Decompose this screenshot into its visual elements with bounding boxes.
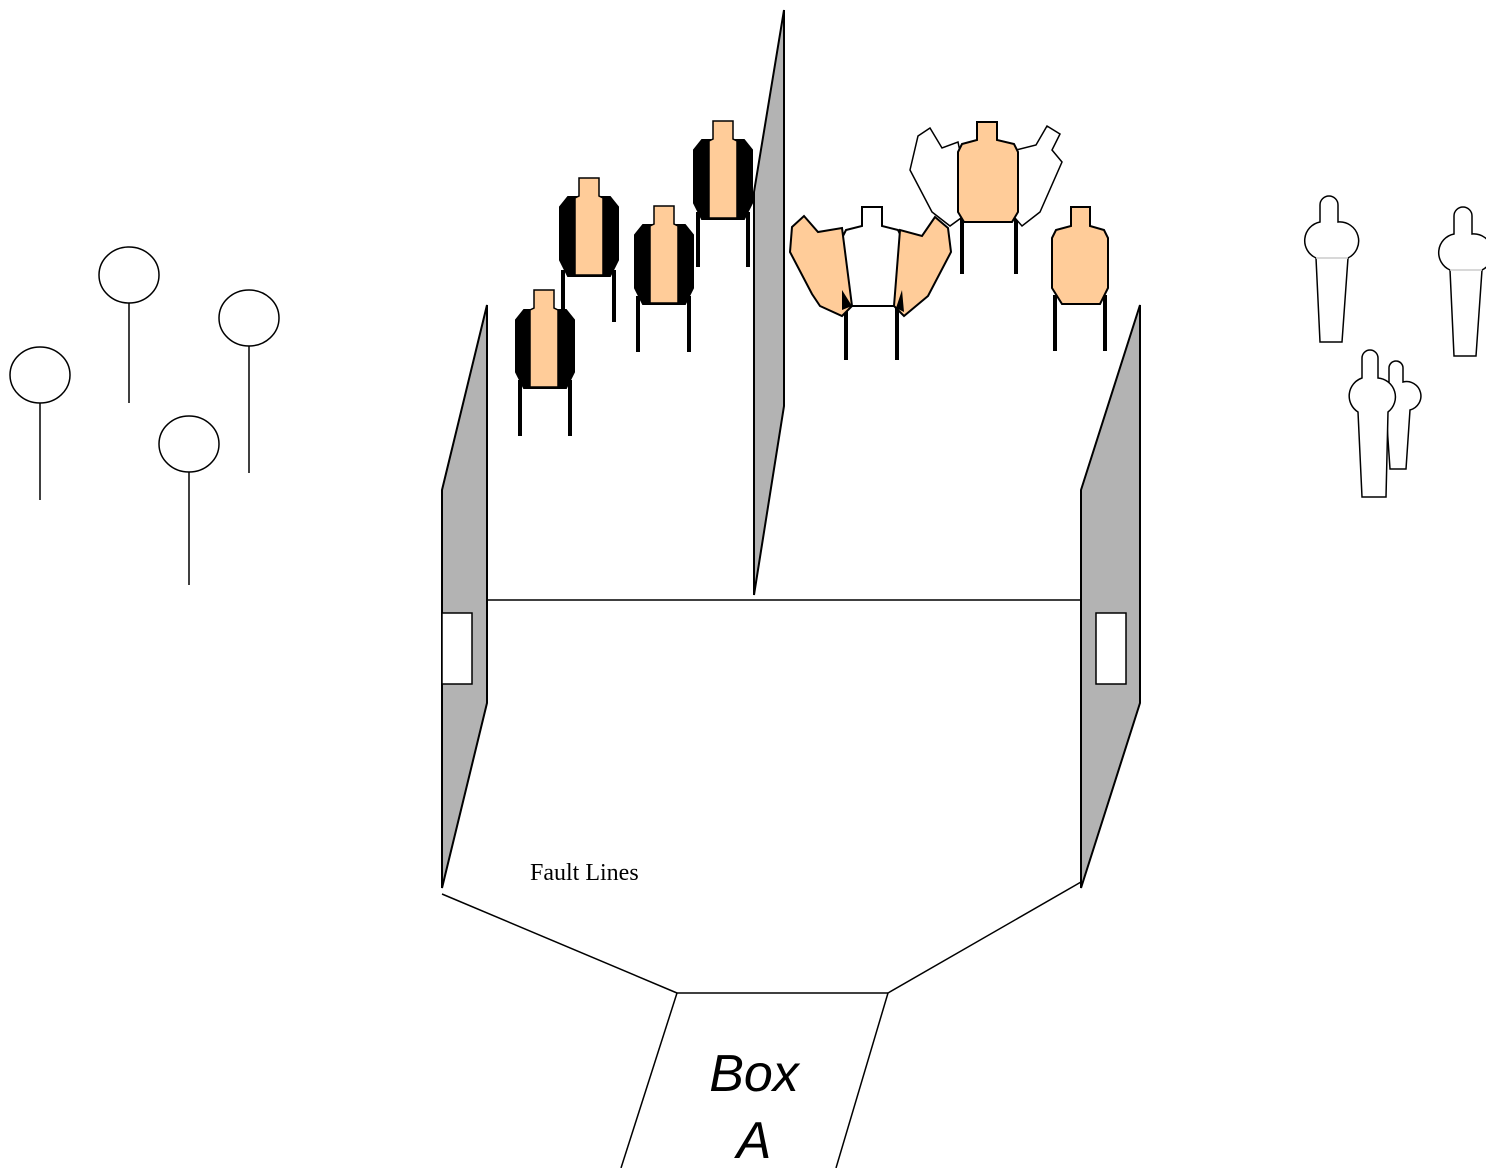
steel-plates-left bbox=[9, 246, 280, 585]
steel-plate bbox=[9, 346, 71, 500]
steel-plate bbox=[98, 246, 160, 403]
fault-lines bbox=[441, 599, 1082, 1169]
popper bbox=[1304, 195, 1360, 343]
target-group-middle bbox=[788, 206, 953, 360]
left-bay-targets bbox=[515, 120, 753, 436]
target-partial-noshoot bbox=[561, 270, 616, 322]
target-partial-noshoot bbox=[636, 296, 691, 352]
target-partial-noshoot bbox=[559, 177, 619, 277]
target-noshoot-back bbox=[909, 121, 1063, 274]
poppers-right bbox=[1304, 195, 1486, 498]
target-partial-noshoot bbox=[693, 120, 753, 220]
box-label-line2: A bbox=[734, 1112, 772, 1168]
walls bbox=[441, 9, 1141, 889]
target-partial-noshoot bbox=[518, 380, 572, 436]
right-wall bbox=[1080, 304, 1141, 889]
right-bay-targets bbox=[788, 121, 1109, 360]
target-partial-noshoot bbox=[515, 289, 575, 389]
box-label-line1: Box bbox=[709, 1045, 801, 1103]
popper bbox=[1348, 349, 1397, 498]
left-port bbox=[441, 612, 473, 685]
steel-plate bbox=[158, 415, 220, 585]
target-partial-noshoot bbox=[634, 205, 694, 305]
right-port bbox=[1095, 612, 1127, 685]
center-wall bbox=[753, 9, 785, 596]
target-single bbox=[1051, 206, 1109, 351]
target-partial-noshoot bbox=[696, 212, 750, 267]
fault-lines-label: Fault Lines bbox=[530, 860, 639, 886]
popper bbox=[1438, 206, 1486, 357]
steel-plate bbox=[218, 289, 280, 473]
left-wall bbox=[441, 304, 488, 889]
